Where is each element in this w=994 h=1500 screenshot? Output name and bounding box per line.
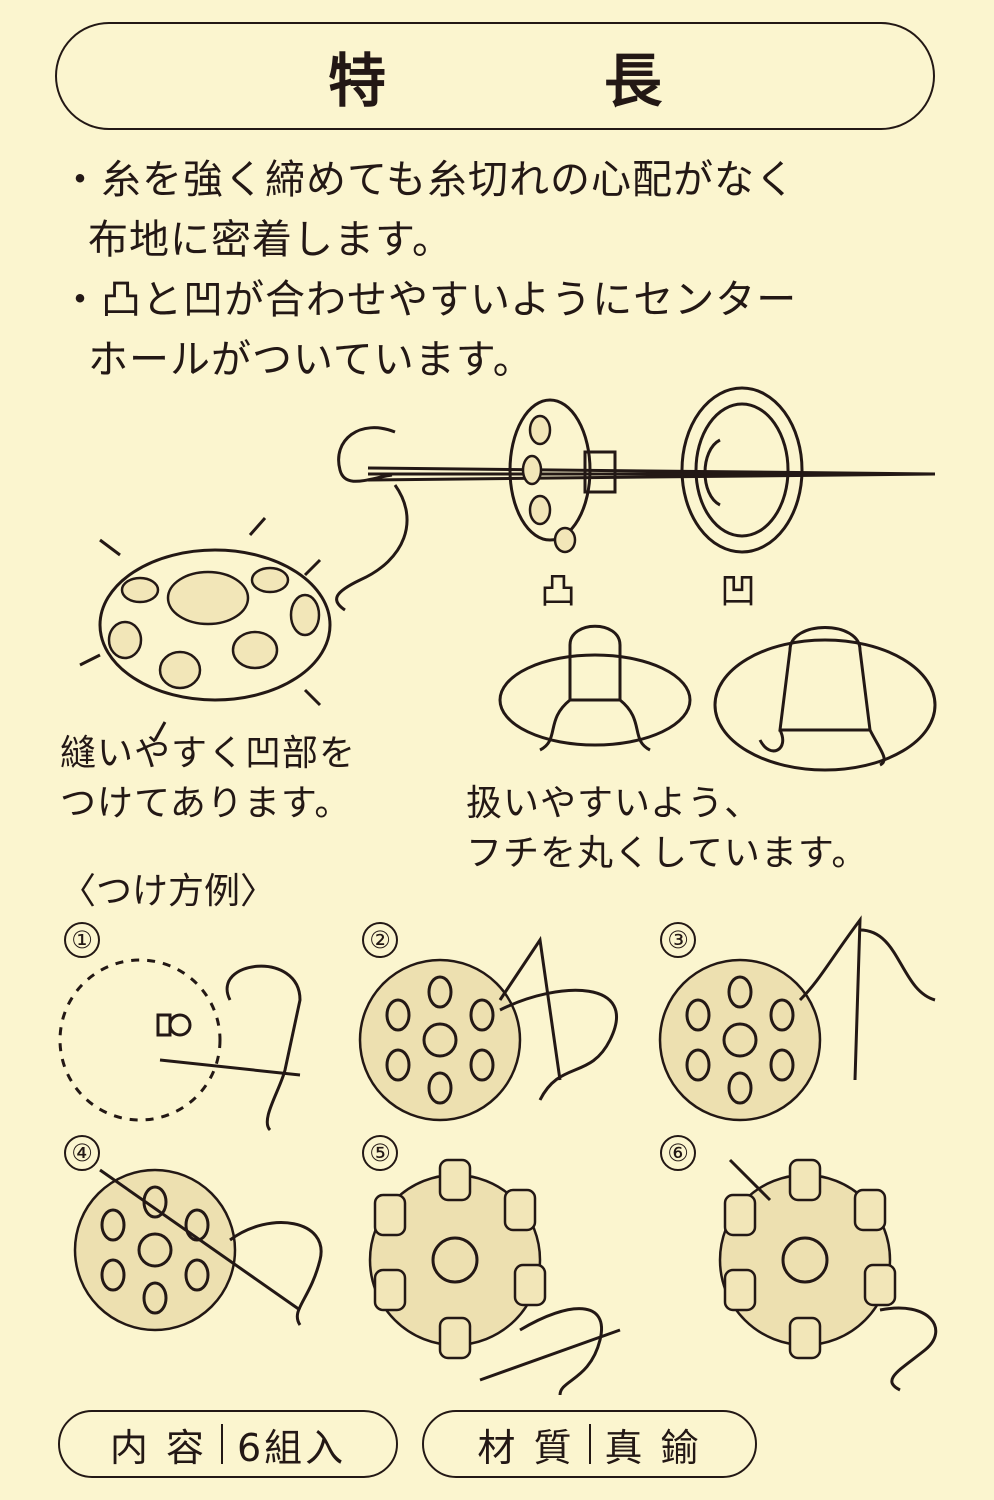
step-2-number: ② bbox=[362, 922, 398, 958]
caption-left-line-2: つけてあります。 bbox=[60, 783, 352, 824]
step-5-number: ⑤ bbox=[362, 1135, 398, 1171]
concave-label: 凹 bbox=[720, 571, 758, 612]
material-divider bbox=[588, 1424, 591, 1464]
step-3-number: ③ bbox=[660, 922, 696, 958]
page-title: 特 長 bbox=[327, 47, 742, 115]
feature-2-line-2: ホールがついています。 bbox=[88, 337, 534, 383]
feature-2-line-1: ・凸と凹が合わせやすいようにセンター bbox=[60, 277, 798, 323]
material-label: 材 質 bbox=[477, 1425, 575, 1470]
feature-1-line-2: 布地に密着します。 bbox=[88, 217, 453, 263]
caption-right-line-2: フチを丸くしています。 bbox=[466, 833, 869, 874]
contents-pill: 内 容 6組入 bbox=[58, 1410, 398, 1478]
caption-left-line-1: 縫いやすく凹部を bbox=[60, 733, 357, 774]
material-pill: 材 質 真 鍮 bbox=[422, 1410, 757, 1478]
convex-label: 凸 bbox=[540, 571, 578, 612]
material-value: 真 鍮 bbox=[604, 1425, 702, 1470]
contents-label: 内 容 bbox=[109, 1425, 207, 1470]
step-6-number: ⑥ bbox=[660, 1135, 696, 1171]
step-1-number: ① bbox=[64, 922, 100, 958]
contents-value: 6組入 bbox=[236, 1425, 347, 1470]
caption-right-line-1: 扱いやすいよう、 bbox=[466, 783, 762, 824]
feature-1-line-1: ・糸を強く締めても糸切れの心配がなく bbox=[60, 157, 796, 203]
step-4-number: ④ bbox=[64, 1135, 100, 1171]
attachment-example-heading: 〈つけ方例〉 bbox=[60, 871, 277, 912]
contents-divider bbox=[220, 1424, 223, 1464]
title-banner: 特 長 bbox=[55, 22, 935, 130]
